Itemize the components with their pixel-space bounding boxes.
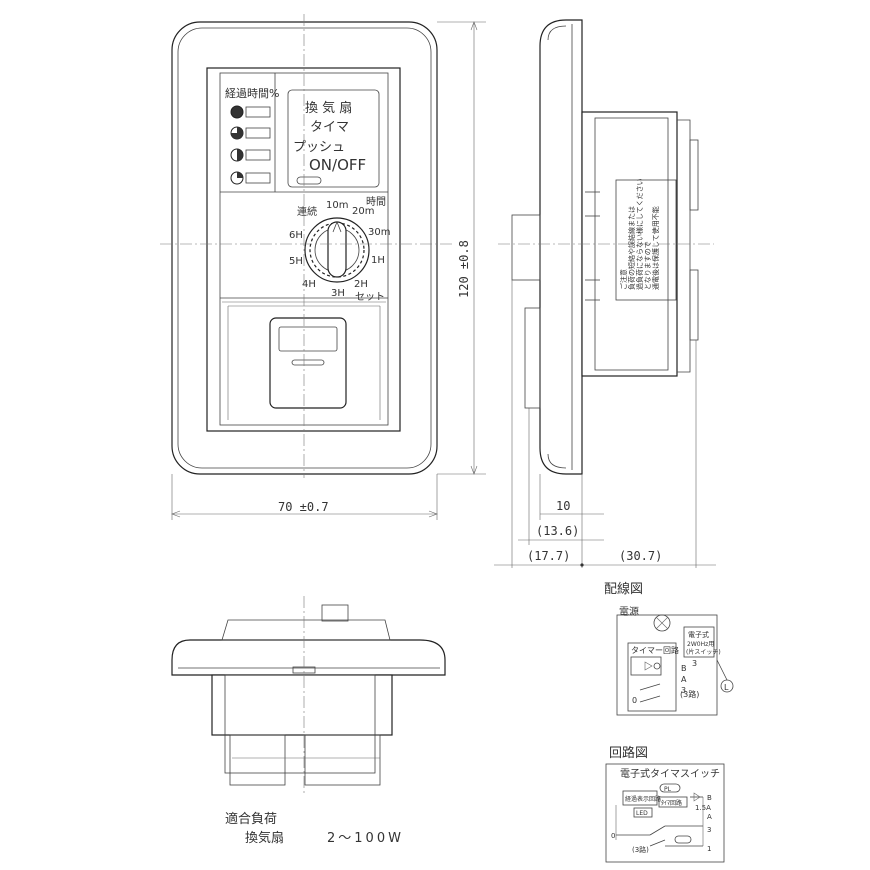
side-label-4: となりますので <box>644 241 652 290</box>
applicable-load-label: 適合負荷 <box>225 811 277 827</box>
side-label-2: 負荷の短絡や誤結線または <box>627 206 636 290</box>
side-label-1: ご注意 <box>619 269 628 290</box>
dial-mark-4h: 4H <box>302 279 316 290</box>
elapsed-time-label: 経過時間% <box>225 87 279 100</box>
dial-mark-2h: 2H <box>354 279 368 290</box>
side-dimensions: 10 (13.6) (17.7) (30.7) <box>494 280 716 568</box>
dim-17-7: (17.7) <box>527 549 570 563</box>
elapsed-indicators <box>230 105 271 185</box>
push-button[interactable] <box>287 89 380 188</box>
dim-13-6: (13.6) <box>536 524 579 538</box>
circuit-box1: 経過表示回路 <box>625 795 661 803</box>
circuit-diagram: 回路図 電子式タイマスイッチ 経過表示回路 LED ﾀｲﾏ回路 PL 1.5A … <box>605 745 725 863</box>
circuit-box3: ﾀｲﾏ回路 <box>661 799 682 807</box>
rocker-switch[interactable] <box>269 317 347 409</box>
wiring-timer-circuit: タイマー回路 <box>631 645 679 655</box>
dial-mark-1h: 1H <box>371 255 385 266</box>
circuit-terminal-1: 1 <box>707 845 711 853</box>
dial-mark-3h: 3H <box>331 288 345 299</box>
top-view <box>171 596 446 795</box>
wiring-terminal-0: 0 <box>632 696 637 705</box>
wiring-terminal-3: 3 <box>681 686 686 695</box>
circuit-terminal-3: 3 <box>707 826 711 834</box>
title-line1: 換 気 扇 <box>305 100 352 116</box>
circuit-subtitle: 電子式タイマスイッチ <box>620 767 720 780</box>
dial-mark-5h: 5H <box>289 256 303 267</box>
wiring-switch-sub: 2W0Hz用 <box>687 641 714 648</box>
circuit-zero: 0 <box>611 832 615 840</box>
dial-mark-10m: 10m <box>326 200 348 211</box>
circuit-terminal-b: B <box>707 794 712 802</box>
wiring-num-3: 3 <box>692 659 697 668</box>
dial-knob[interactable] <box>327 221 347 278</box>
title-line2: タイマ <box>310 120 349 135</box>
dial-mark-continuous: 連続 <box>297 205 317 218</box>
circuit-title: 回路図 <box>609 745 648 761</box>
wiring-terminal-b: B <box>681 664 687 673</box>
wiring-three-way: (3路) <box>680 689 699 699</box>
push-label: プッシュ <box>293 140 345 155</box>
fan-icon <box>653 614 671 632</box>
onoff-label: ON/OFF <box>309 156 366 174</box>
side-label-3: 過負荷にならない様にしてください <box>635 178 644 290</box>
circuit-pl: PL <box>664 786 672 793</box>
wiring-diagram: 配線図 電源 電子式 2W0Hz用 (片スイッチ) タイマー回路 B A 3 0… <box>604 581 734 716</box>
circuit-terminal-a: A <box>707 813 712 821</box>
wiring-title: 配線図 <box>604 581 643 597</box>
circuit-box2: LED <box>636 810 648 817</box>
wiring-lamp: L <box>724 683 729 692</box>
wiring-power: 電源 <box>619 605 639 618</box>
wiring-terminal-a: A <box>681 675 687 684</box>
circuit-three-way: (3路) <box>632 845 649 854</box>
width-dimension: 70 ±0.7 <box>278 500 329 514</box>
inner-plate <box>177 27 432 469</box>
set-label: セット <box>355 291 385 303</box>
wiring-switch-sub2: (片スイッチ) <box>686 648 721 656</box>
applicable-load-item: 換気扇 <box>245 830 284 846</box>
height-dimension: 120 ±0.8 <box>457 240 471 298</box>
dial-mark-6h: 6H <box>289 230 303 241</box>
switch-frame <box>206 67 401 432</box>
front-dimensions: 120 ±0.8 70 ±0.7 <box>171 21 486 520</box>
applicable-load-range: 2～100W <box>327 831 404 846</box>
dim-10: 10 <box>556 499 570 513</box>
timer-dial[interactable] <box>304 217 370 283</box>
wiring-switch-label: 電子式 <box>688 630 709 639</box>
side-label-5: 通電後は保護して使用不能 <box>651 206 660 290</box>
push-indicator <box>296 176 322 185</box>
side-view: ご注意 負荷の短絡や誤結線または 過負荷にならない様にしてください となりますの… <box>498 19 714 475</box>
front-view: 経過時間% 換 気 扇 タイマ プッシュ ON/OFF <box>160 14 452 478</box>
time-label: 時間 <box>366 196 386 208</box>
dial-mark-20m: 20m <box>352 206 374 217</box>
dim-30-7: (30.7) <box>619 549 662 563</box>
indicator-full-icon <box>230 105 244 119</box>
dial-mark-30m: 30m <box>368 227 390 238</box>
